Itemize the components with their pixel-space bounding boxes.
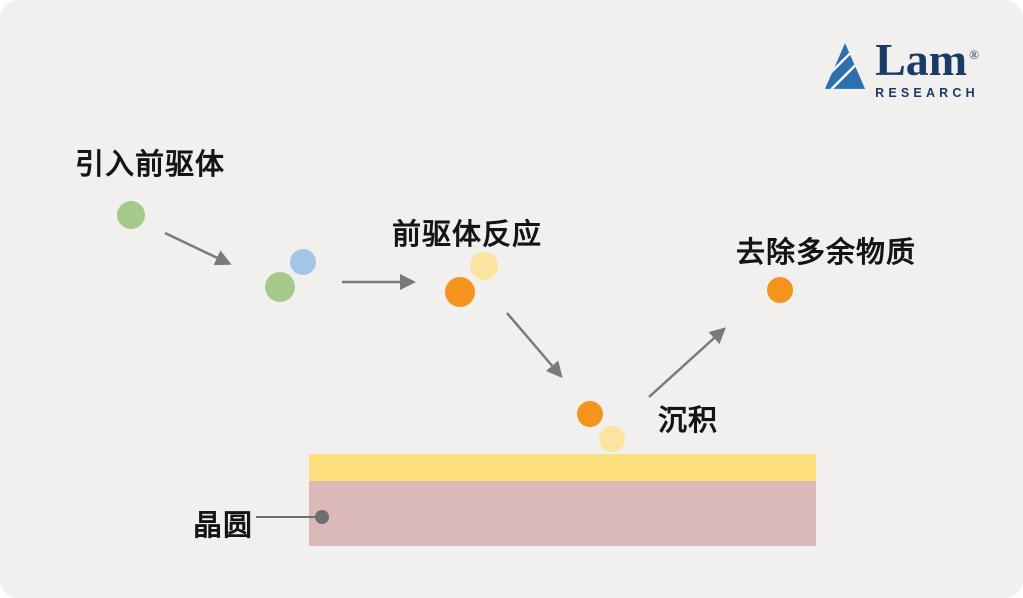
label-deposition: 沉积 [658,405,719,437]
byproduct-molecule-cream [470,252,498,280]
precursor-molecule-blue [290,249,316,275]
registered-trademark-icon: ® [969,46,979,62]
logo-subtitle: RESEARCH [875,85,979,100]
arrow-introduce-precursor [164,231,232,266]
precursor-molecule-green-paired [265,272,295,302]
lam-triangle-icon [825,43,866,89]
deposited-molecule-cream [599,426,625,452]
logo-brand: Lam® [875,37,979,83]
removed-molecule-orange [767,277,793,303]
deposited-film-layer [309,454,816,481]
reacted-molecule-orange [445,277,475,307]
label-remove-excess: 去除多余物质 [736,237,917,269]
lam-research-logo: Lam® RESEARCH [825,37,979,100]
logo-brand-name: Lam [875,34,968,85]
wafer-substrate-layer [309,481,816,546]
precursor-molecule-green [117,201,145,229]
deposited-molecule-orange [577,401,603,427]
arrow-to-deposition [506,312,563,379]
logo-text: Lam® RESEARCH [875,37,979,100]
wafer-pointer-dot-icon [315,510,329,524]
label-introduce-precursor: 引入前驱体 [75,149,226,181]
label-wafer: 晶圆 [193,510,254,542]
arrow-remove-excess [648,327,727,398]
label-precursor-reaction: 前驱体反应 [392,219,543,251]
